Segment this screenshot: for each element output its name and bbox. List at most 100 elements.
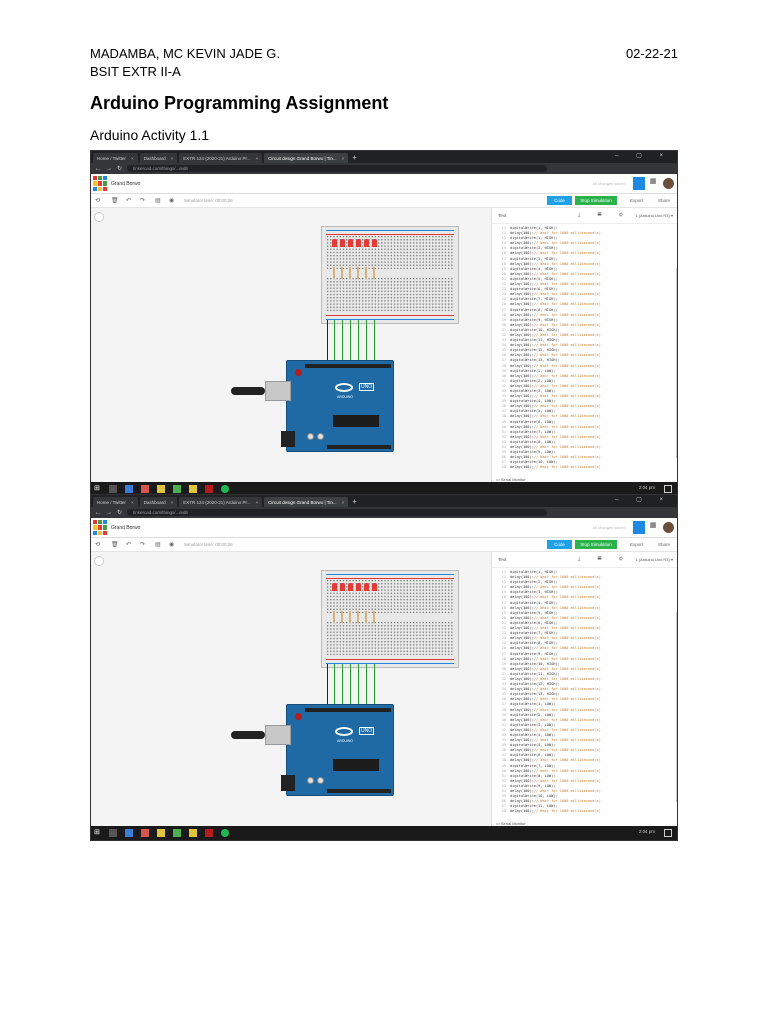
led[interactable] [348,239,353,247]
app-icon[interactable] [205,829,213,837]
reload-icon[interactable]: ↻ [117,510,123,516]
circuit-view-button[interactable] [633,177,645,190]
wire[interactable] [334,664,335,710]
reload-icon[interactable]: ↻ [117,166,123,172]
delete-icon[interactable]: 🗑 [111,198,119,204]
close-icon[interactable]: × [341,155,345,161]
arduino-uno-board[interactable]: UNO ARDUINO [231,704,394,796]
resistor[interactable] [341,267,343,279]
undo-icon[interactable]: ↶ [126,198,132,204]
file-explorer-icon[interactable] [157,485,165,493]
avatar[interactable] [663,178,674,189]
wire[interactable] [350,320,351,366]
eye-icon[interactable]: ◉ [169,542,175,548]
close-icon[interactable]: × [130,499,134,505]
browser-tab[interactable]: Dashboard× [139,153,178,163]
forward-icon[interactable]: → [106,509,112,516]
code-scrollbar[interactable] [676,612,677,802]
search-icon[interactable] [109,829,117,837]
circuit-canvas[interactable]: UNO ARDUINO [91,208,491,484]
chrome-icon[interactable] [173,485,181,493]
tinkercad-logo[interactable] [93,176,107,191]
wire[interactable] [366,664,367,710]
wire[interactable] [342,320,343,366]
wire[interactable] [358,664,359,710]
zoom-fit-icon[interactable] [94,556,104,566]
taskbar-clock[interactable]: 2:04 pm [638,485,655,490]
led[interactable] [364,583,369,591]
app-icon[interactable] [205,485,213,493]
led[interactable] [340,583,345,591]
rotate-icon[interactable]: ⟲ [95,542,101,548]
notes-icon[interactable]: ▤ [155,542,161,548]
task-view-icon[interactable] [125,829,133,837]
windows-start-icon[interactable]: ⊞ [94,485,100,492]
redo-icon[interactable]: ↷ [140,542,146,548]
led[interactable] [356,239,361,247]
download-upload-icons[interactable]: ⤓ ▤ ⚙ [578,212,631,218]
new-tab-icon[interactable]: + [352,152,357,162]
notification-icon[interactable] [664,485,672,493]
serial-monitor-button[interactable]: ▭ Serial Monitor [496,477,526,482]
resistor[interactable] [349,611,351,623]
browser-tab-active[interactable]: Circuit design Grand Borwo | Tin...× [264,153,349,163]
export-button[interactable]: Export [629,542,643,547]
wire[interactable] [342,664,343,710]
url-input[interactable]: tinkercad.com/things/.../edit [127,509,548,516]
resistor[interactable] [373,267,375,279]
close-icon[interactable]: × [255,155,259,161]
close-icon[interactable]: × [130,155,134,161]
design-title[interactable]: Grand Borwo [111,181,141,187]
redo-icon[interactable]: ↷ [140,198,146,204]
board-select[interactable]: 1 (Arduino Uno R3) ▾ [635,213,673,218]
back-icon[interactable]: ← [95,165,101,172]
code-scrollbar[interactable] [676,268,677,458]
board-select[interactable]: 1 (Arduino Uno R3) ▾ [635,557,673,562]
led[interactable] [332,583,337,591]
url-input[interactable]: tinkercad.com/things/.../edit [127,165,548,172]
breadboard[interactable] [321,570,459,668]
close-icon[interactable]: × [170,155,174,161]
design-title[interactable]: Grand Borwo [111,525,141,531]
led[interactable] [348,583,353,591]
taskbar-clock[interactable]: 2:04 pm [638,829,655,834]
close-icon[interactable]: × [341,499,345,505]
app-icon[interactable] [141,485,149,493]
resistor[interactable] [333,267,335,279]
app-icon[interactable] [141,829,149,837]
undo-icon[interactable]: ↶ [126,542,132,548]
grid-icon[interactable]: ▦ [647,521,659,534]
avatar[interactable] [663,522,674,533]
resistor[interactable] [357,611,359,623]
led[interactable] [372,583,377,591]
tinkercad-logo[interactable] [93,520,107,535]
delete-icon[interactable]: 🗑 [111,542,119,548]
close-icon[interactable]: × [170,499,174,505]
resistor[interactable] [341,611,343,623]
grid-icon[interactable]: ▦ [647,177,659,190]
ground-wire[interactable] [327,320,328,366]
resistor[interactable] [365,611,367,623]
stop-simulation-button[interactable]: Stop Simulation [575,196,617,205]
new-tab-icon[interactable]: + [352,496,357,506]
reset-button[interactable] [295,369,302,376]
window-controls-icon[interactable]: – ▢ × [615,497,671,503]
led[interactable] [372,239,377,247]
notification-icon[interactable] [664,829,672,837]
share-button[interactable]: Share [657,542,670,547]
browser-tab[interactable]: Home / Twitter× [93,497,138,507]
wire[interactable] [374,664,375,710]
led[interactable] [332,239,337,247]
window-controls-icon[interactable]: – ▢ × [615,153,671,159]
wire[interactable] [366,320,367,366]
led[interactable] [356,583,361,591]
led[interactable] [340,239,345,247]
stop-simulation-button[interactable]: Stop Simulation [575,540,617,549]
app-icon[interactable] [189,829,197,837]
wire[interactable] [334,320,335,366]
app-icon[interactable] [189,485,197,493]
circuit-view-button[interactable] [633,521,645,534]
circuit-canvas[interactable]: UNO ARDUINO [91,552,491,828]
